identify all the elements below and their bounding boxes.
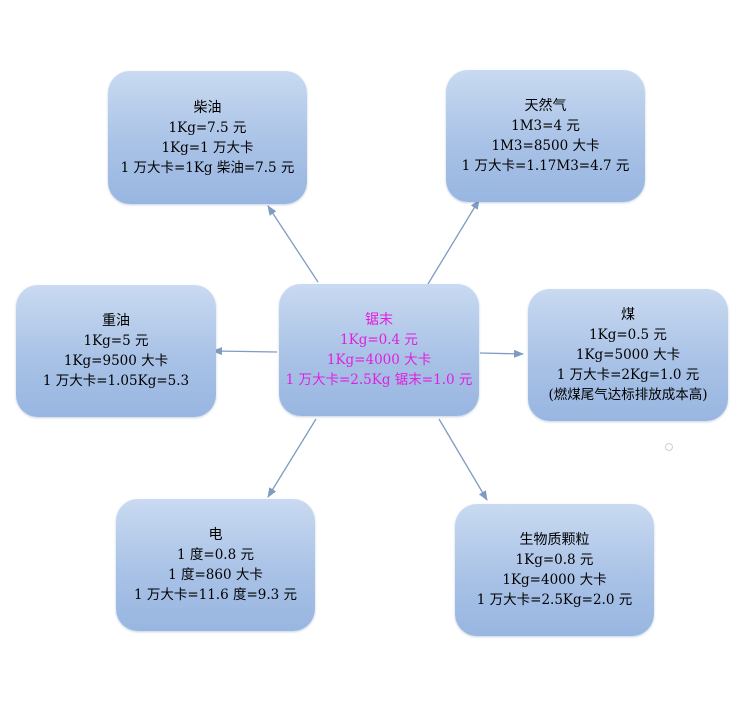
- node-natural-gas: 天然气 1M3=4 元 1M3=8500 大卡 1 万大卡=1.17M3=4.7…: [446, 70, 645, 202]
- arrow-to-electricity: [267, 418, 317, 498]
- node-coal: 煤 1Kg=0.5 元 1Kg=5000 大卡 1 万大卡=2Kg=1.0 元 …: [528, 289, 728, 421]
- arrow-to-coal: [479, 349, 524, 358]
- node-title: 生物质颗粒: [519, 532, 590, 548]
- node-line: 1Kg=5000 大卡: [575, 347, 681, 363]
- node-title: 电: [208, 527, 223, 543]
- node-line: 1 万大卡=1.17M3=4.7 元: [461, 158, 630, 174]
- node-line: 1 万大卡=2.5Kg 锯末=1.0 元: [285, 372, 473, 388]
- arrow-to-natural-gas: [427, 199, 480, 285]
- node-line: 1 万大卡=2.5Kg=2.0 元: [476, 592, 633, 608]
- decorative-dot: [665, 443, 673, 451]
- node-line: 1Kg=4000 大卡: [502, 572, 607, 588]
- node-line: 1 度=0.8 元: [177, 547, 254, 563]
- node-title: 重油: [102, 313, 130, 329]
- node-line: 1Kg=7.5 元: [168, 119, 247, 136]
- node-title: 煤: [621, 307, 635, 323]
- node-line: 1Kg=5 元: [83, 333, 149, 349]
- arrow-to-diesel: [267, 205, 319, 283]
- node-diesel: 柴油 1Kg=7.5 元 1Kg=1 万大卡 1 万大卡=1Kg 柴油=7.5 …: [108, 71, 307, 204]
- node-line: 1Kg=9500 大卡: [63, 353, 169, 369]
- node-line: 1M3=8500 大卡: [491, 138, 600, 154]
- node-line: 1 万大卡=2Kg=1.0 元: [556, 367, 700, 383]
- node-heavy-oil: 重油 1Kg=5 元 1Kg=9500 大卡 1 万大卡=1.05Kg=5.3: [16, 285, 216, 417]
- node-line: 1Kg=1 万大卡: [161, 139, 254, 156]
- node-line: 1Kg=4000 大卡: [326, 352, 432, 368]
- node-line: 1 万大卡=11.6 度=9.3 元: [133, 587, 298, 603]
- node-title: 天然气: [524, 98, 567, 114]
- node-line: 1 万大卡=1.05Kg=5.3: [42, 373, 190, 389]
- node-title: 柴油: [193, 99, 222, 116]
- node-line: 1M3=4 元: [511, 118, 580, 134]
- arrow-to-biomass: [438, 418, 488, 501]
- node-biomass-pellets: 生物质颗粒 1Kg=0.8 元 1Kg=4000 大卡 1 万大卡=2.5Kg=…: [455, 504, 654, 636]
- node-line: 1Kg=0.8 元: [515, 552, 594, 568]
- node-note: (燃煤尾气达标排放成本高): [548, 387, 708, 403]
- node-title: 锯末: [365, 312, 393, 328]
- node-line: 1 万大卡=1Kg 柴油=7.5 元: [120, 159, 295, 176]
- node-line: 1Kg=0.4 元: [340, 332, 418, 348]
- node-line: 1 度=860 大卡: [168, 567, 263, 583]
- arrow-to-heavy-oil: [212, 347, 278, 356]
- node-electricity: 电 1 度=0.8 元 1 度=860 大卡 1 万大卡=11.6 度=9.3 …: [116, 499, 315, 631]
- node-line: 1Kg=0.5 元: [589, 327, 667, 343]
- node-sawdust-center: 锯末 1Kg=0.4 元 1Kg=4000 大卡 1 万大卡=2.5Kg 锯末=…: [279, 284, 479, 416]
